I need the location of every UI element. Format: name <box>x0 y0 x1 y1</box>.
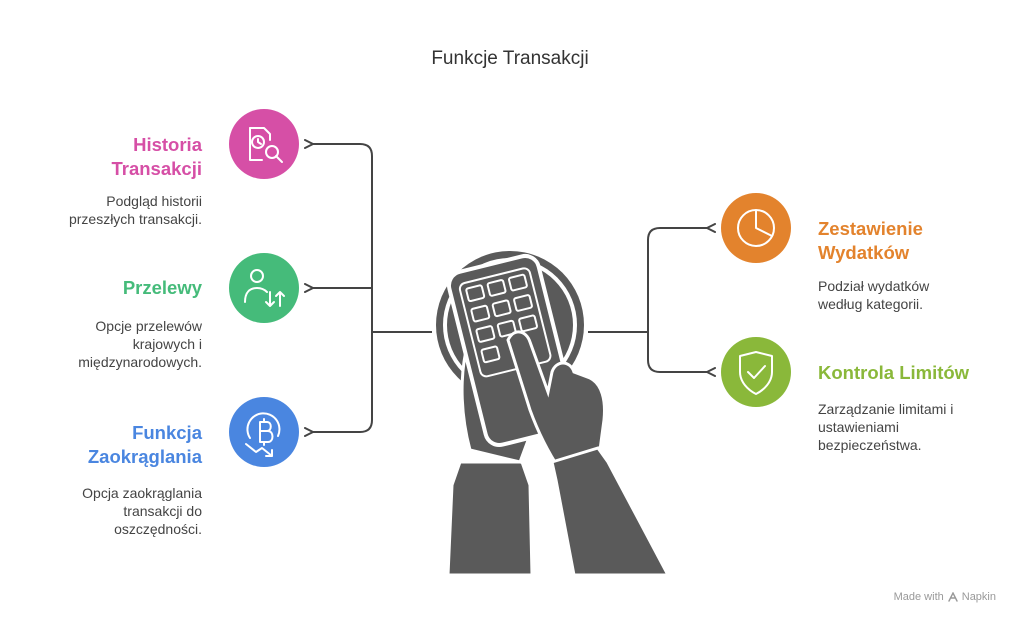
desc-historia-transakcji: Podgląd historii przeszłych transakcji. <box>68 193 202 227</box>
shield-check-icon <box>739 351 773 395</box>
made-with-label: Made with <box>893 591 944 603</box>
connector-zaokraglanie <box>304 332 373 437</box>
napkin-footer[interactable]: Made with Napkin <box>894 591 996 603</box>
left-connectors <box>304 139 432 437</box>
connector-zestawienie <box>647 223 716 332</box>
zestawienie-icon-circle <box>721 193 791 263</box>
pie-chart-icon <box>737 209 775 247</box>
connector-kontrola <box>647 332 716 377</box>
heading-zestawienie-wydatkow: Zestawienie Wydatków <box>818 218 923 263</box>
desc-kontrola-limitow: Zarządzanie limitami i ustawieniami bezp… <box>818 401 954 453</box>
calculator-hand-illustration <box>436 251 671 577</box>
right-connectors <box>588 223 716 377</box>
connector-historia <box>304 139 373 332</box>
diagram-title: Funkcje Transakcji <box>431 48 589 69</box>
desc-funkcja-zaokraglania: Opcja zaokrąglania transakcji do oszczęd… <box>82 485 202 537</box>
napkin-logo-icon <box>948 592 958 602</box>
desc-przelewy: Opcje przelewów krajowych i międzynarodo… <box>78 318 202 370</box>
bitcoin-down-icon <box>245 412 281 457</box>
heading-kontrola-limitow: Kontrola Limitów <box>818 362 970 383</box>
kontrola-icon-circle <box>721 337 791 407</box>
heading-historia-transakcji: Historia Transakcji <box>111 134 202 179</box>
historia-icon-circle <box>229 109 299 179</box>
heading-przelewy: Przelewy <box>122 277 202 298</box>
zaokraglanie-icon-circle <box>229 397 299 467</box>
desc-zestawienie-wydatkow: Podział wydatków według kategorii. <box>818 278 930 312</box>
napkin-brand-label: Napkin <box>961 591 996 603</box>
user-transfer-icon <box>244 269 285 307</box>
document-search-icon <box>249 127 283 163</box>
przelewy-icon-circle <box>229 253 299 323</box>
heading-funkcja-zaokraglania: Funkcja Zaokrąglania <box>87 422 202 467</box>
